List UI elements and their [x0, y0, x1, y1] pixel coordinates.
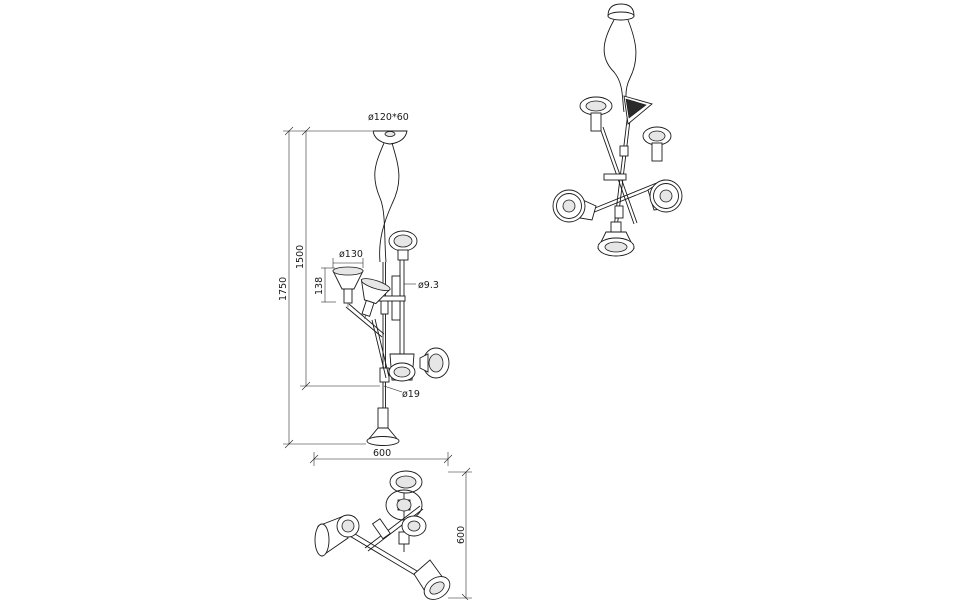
shade-diameter-dimension: ø130 [339, 249, 363, 260]
perspective-shade-upper-left [579, 96, 613, 132]
lamp-arm-left [345, 303, 390, 379]
plan-shade-top [389, 470, 423, 494]
perspective-canopy [607, 3, 635, 21]
perspective-shade-far-right [647, 179, 683, 213]
rod-diameter-dimension: ø9.3 [418, 280, 439, 291]
dimension-lines [283, 126, 453, 466]
lamp-shade-facing [419, 347, 450, 379]
total-height-dimension: 1750 [278, 277, 289, 301]
plan-depth-dimension: 600 [456, 526, 467, 544]
width-dimension: 600 [373, 448, 391, 459]
plan-shade-middle [401, 515, 427, 537]
plan-shade-left [314, 514, 360, 557]
drop-height-dimension: 1500 [295, 245, 306, 269]
perspective-shade-right [642, 126, 672, 162]
perspective-shade-upper-right [623, 95, 653, 125]
suspension-cables [374, 142, 400, 263]
canopy [372, 130, 408, 145]
canopy-dimension: ø120*60 [368, 112, 409, 123]
lamp-shade-bottom [366, 407, 400, 446]
perspective-shade-bottom [597, 221, 635, 257]
plan-shade-bottom [413, 559, 451, 600]
perspective-view [552, 3, 683, 257]
lamp-shade-top-left [332, 266, 364, 308]
perspective-rods [589, 111, 667, 229]
shade-height-dimension: 138 [314, 277, 325, 295]
lamp-shade-lower [388, 353, 416, 382]
lamp-shade-top-right [388, 230, 418, 261]
plan-dimension-lines [448, 467, 472, 600]
perspective-shade-left [552, 189, 597, 223]
tube-diameter-dimension: ø19 [402, 389, 420, 400]
front-elevation: ø120*60 ø130 138 ø9.3 ø19 1500 1750 600 [278, 112, 453, 466]
plan-view: 600 [314, 467, 472, 600]
